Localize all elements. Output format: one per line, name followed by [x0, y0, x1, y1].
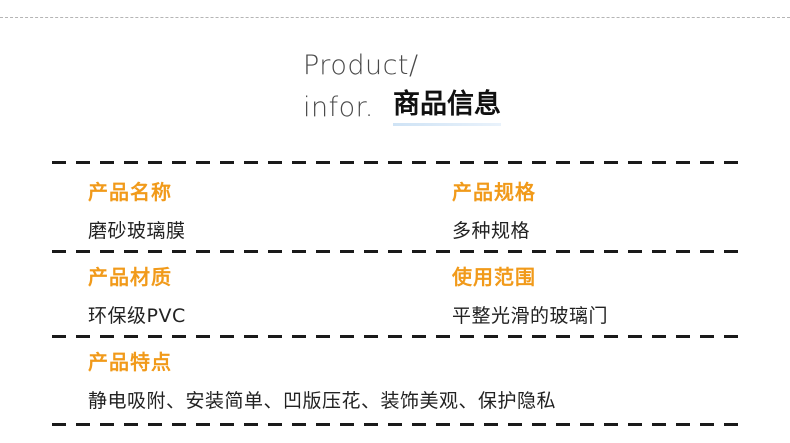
usage-scope-value: 平整光滑的玻璃门	[452, 305, 609, 327]
dashed-divider	[52, 161, 740, 164]
heading-chinese-title: 商品信息	[393, 90, 501, 126]
product-spec-label: 产品规格	[452, 180, 536, 204]
product-features-value: 静电吸附、安装简单、凹版压花、装饰美观、保护隐私	[88, 390, 557, 412]
product-name-label: 产品名称	[88, 180, 172, 204]
product-material-label: 产品材质	[88, 265, 172, 289]
heading-english-line-2: infor.	[303, 92, 374, 123]
dashed-divider	[52, 335, 740, 338]
product-material-value: 环保级PVC	[88, 305, 186, 327]
product-name-value: 磨砂玻璃膜	[88, 220, 186, 242]
product-spec-value: 多种规格	[452, 220, 531, 242]
dashed-divider	[52, 423, 740, 426]
heading-english-line-1: Product/	[303, 50, 419, 81]
usage-scope-label: 使用范围	[452, 265, 536, 289]
product-features-label: 产品特点	[88, 350, 172, 374]
top-divider	[0, 17, 790, 18]
dashed-divider	[52, 250, 740, 253]
